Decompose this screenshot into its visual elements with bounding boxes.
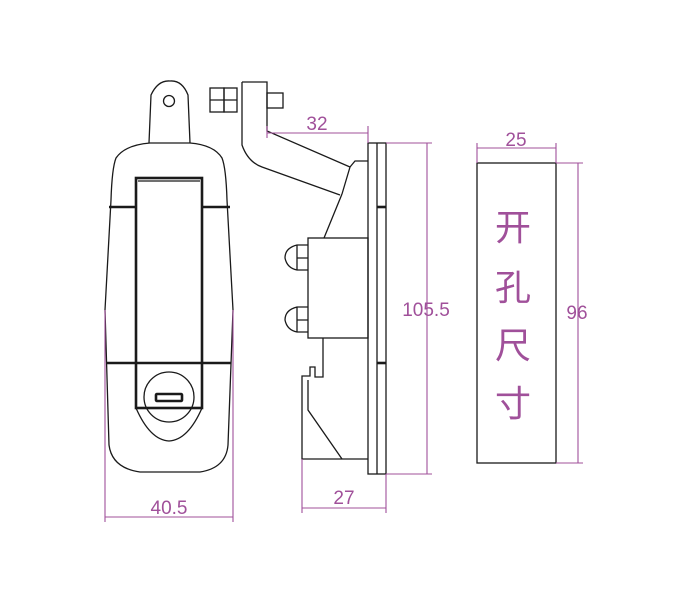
housing-block [307,237,369,339]
front-view [104,80,234,473]
keyhole [154,392,184,403]
dim-cutout-height: 96 [566,303,587,324]
tab-hole-icon [162,94,176,108]
dim-front-width: 40.5 [151,498,188,519]
bolt-icon [284,306,308,333]
cutout-view: 开 孔 尺 寸 [476,162,557,464]
dimensions: 40.5 32 105.5 27 25 96 [104,114,588,522]
cutout-label-char: 孔 [495,268,531,309]
dim-arm-reach: 32 [306,114,327,135]
key-cylinder-icon [143,371,195,423]
cutout-label-char: 开 [495,208,531,249]
body-outline [104,142,234,473]
bolt-icon [284,244,308,271]
cutout-rectangle [476,162,557,464]
mounting-tab [148,80,191,144]
side-view [209,81,387,475]
dim-height: 105.5 [402,300,450,321]
dim-depth: 27 [333,488,354,509]
handle [134,176,204,410]
dim-cutout-width: 25 [505,130,526,151]
cutout-label-char: 尺 [495,326,531,367]
cutout-label-char: 寸 [495,384,531,425]
